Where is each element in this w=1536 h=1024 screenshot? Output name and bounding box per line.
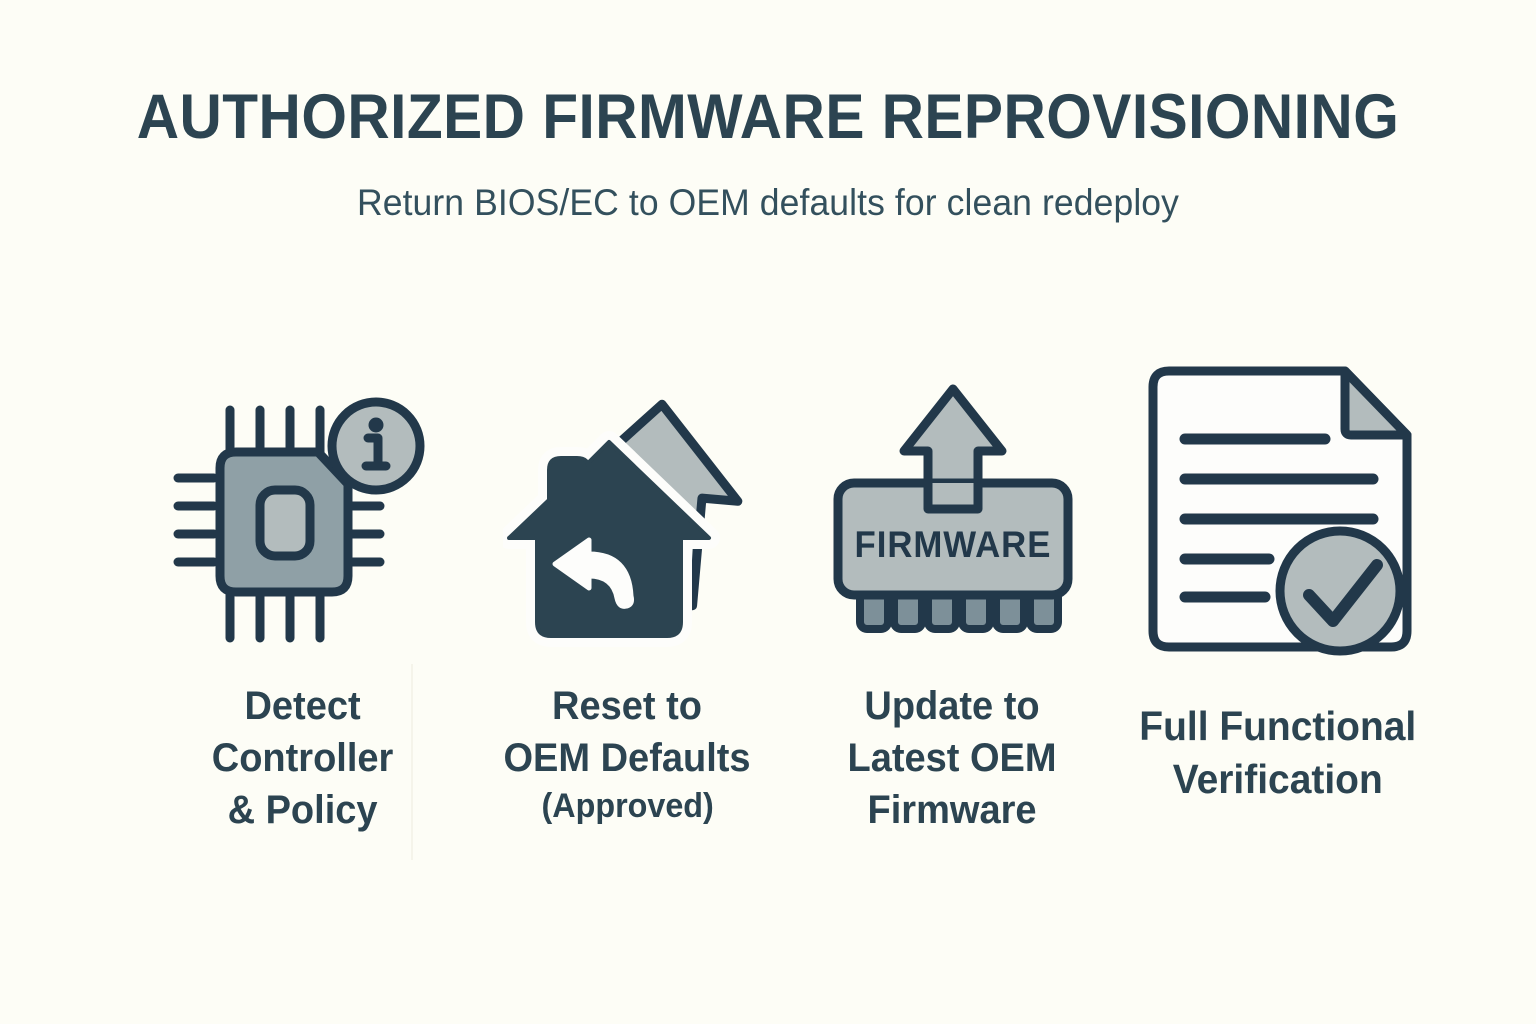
document-folded-corner (1340, 366, 1411, 440)
home-reset-undo-arrow-icon (502, 399, 742, 647)
step-2-sublabel: (Approved) (541, 787, 714, 825)
heading-block: AUTHORIZED FIRMWARE REPROVISIONING Retur… (0, 78, 1536, 224)
firmware-chip-text: FIRMWARE (854, 524, 1051, 565)
step-4-artwork (1133, 364, 1423, 656)
step-update-to-latest-oem-firmware[interactable]: FIRMWARE Update to Latest OEM Firmware (790, 372, 1115, 862)
undo-arrow-glyph (552, 537, 634, 609)
check-seal-circle (1275, 526, 1404, 656)
step-2-artwork (502, 376, 753, 666)
step-3-artwork: FIRMWARE (830, 372, 1076, 662)
step-1-label: Detect Controller & Policy (211, 684, 394, 832)
page-title: AUTHORIZED FIRMWARE REPROVISIONING (136, 82, 1400, 152)
column-divider (411, 664, 413, 860)
arrow-stem-notch (923, 483, 982, 514)
microcontroller-chip-with-info-badge-icon (173, 397, 424, 643)
document-text-lines (1179, 433, 1378, 603)
step-1-artwork (172, 380, 434, 670)
chip-die (255, 485, 314, 561)
step-2-label: Reset to OEM Defaults (503, 684, 752, 780)
page-subtitle: Return BIOS/EC to OEM defaults for clean… (356, 182, 1180, 224)
step-reset-to-oem-defaults[interactable]: Reset to OEM Defaults (Approved) (465, 372, 790, 862)
step-3-label: Update to Latest OEM Firmware (847, 684, 1058, 832)
info-badge-stem (361, 433, 390, 471)
document-with-check-seal-icon (1148, 366, 1411, 656)
step-full-functional-verification[interactable]: Full Functional Verification (1115, 366, 1440, 862)
check-icon (1302, 559, 1383, 627)
firmware-chip-upload-arrow-icon: FIRMWARE (833, 384, 1072, 633)
info-badge-dot (368, 417, 383, 433)
house-shape (502, 431, 720, 647)
step-detect-controller-policy[interactable]: Detect Controller & Policy (140, 372, 465, 862)
step-4-label: Full Functional Verification (1139, 703, 1416, 803)
steps-row: Detect Controller & Policy (140, 366, 1440, 862)
